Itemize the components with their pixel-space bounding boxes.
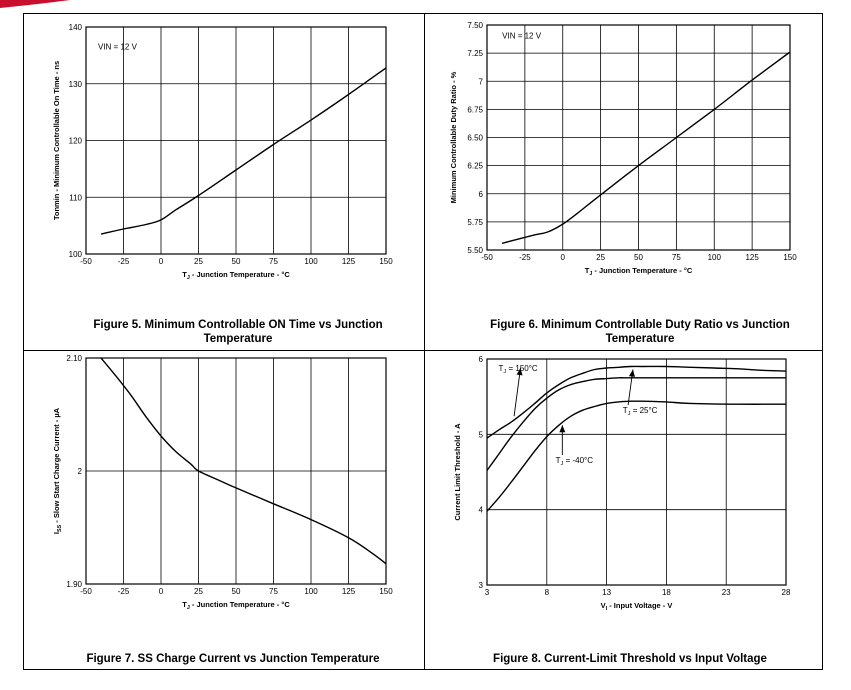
- fig6-y-tick-label: 5.75: [467, 218, 483, 227]
- fig6-x-tick-label: -25: [519, 253, 531, 262]
- fig6-x-tick-label: 75: [672, 253, 681, 262]
- fig7-y-tick-label: 2: [78, 467, 83, 476]
- fig6-x-tick-label: 0: [561, 253, 566, 262]
- fig5-plot-frame: [85, 26, 387, 255]
- fig5-x-tick-label: 100: [304, 257, 318, 266]
- fig7-x-tick-label: 75: [269, 587, 278, 596]
- fig6-y-tick-label: 7.50: [467, 21, 483, 30]
- fig7-x-tick-label: 50: [232, 587, 241, 596]
- fig6-x-tick-label: 25: [596, 253, 605, 262]
- fig5-annotation-label: VIN = 12 V: [98, 43, 138, 52]
- fig5-series-line-1: [100, 67, 387, 235]
- fig8-y-axis-title: Current Limit Threshold - A: [453, 423, 462, 521]
- fig8-x-tick-label: 13: [602, 588, 611, 597]
- figure-divider-vertical: [424, 13, 425, 670]
- fig7-x-tick-label: -25: [118, 587, 130, 596]
- fig6-x-tick-label: 100: [708, 253, 722, 262]
- fig7-x-tick-label: -50: [80, 587, 92, 596]
- fig8-series-line-3: [486, 400, 787, 512]
- fig7-plot-frame: [85, 357, 387, 585]
- fig5-x-tick-label: -25: [118, 257, 130, 266]
- fig8-series-line-2: [486, 377, 786, 471]
- fig8-series-line-1: [486, 365, 787, 439]
- fig5-y-axis-title: Tonmin - Minimum Controllable On Time - …: [52, 61, 61, 220]
- fig6-y-tick-label: 7: [479, 77, 484, 86]
- fig8-x-tick-label: 18: [662, 588, 671, 597]
- fig8-legend-label-2: TJ = 25°C: [623, 406, 658, 417]
- fig6-x-tick-label: 125: [745, 253, 759, 262]
- fig5-x-tick-label: -50: [80, 257, 92, 266]
- fig6-y-tick-label: 6.75: [467, 105, 483, 114]
- fig8-x-axis-title: VI - Input Voltage - V: [601, 601, 673, 612]
- figure-8-caption: Figure 8. Current-Limit Threshold vs Inp…: [493, 653, 767, 665]
- fig8-legend-label-bg: [496, 361, 541, 374]
- figure-divider-horizontal: [23, 350, 823, 351]
- fig5-x-tick-label: 125: [342, 257, 356, 266]
- fig5-x-axis-title: TJ - Junction Temperature - °C: [182, 270, 290, 281]
- brand-corner-swoosh: [0, 0, 70, 8]
- fig5-x-tick-label: 150: [379, 257, 393, 266]
- fig6-x-tick-label: 50: [634, 253, 643, 262]
- fig7-x-tick-label: 125: [342, 587, 356, 596]
- fig6-plot-frame: [486, 24, 791, 251]
- fig5-y-tick-label: 110: [69, 193, 82, 202]
- fig8-y-tick-label: 3: [479, 581, 484, 590]
- fig6-x-tick-label: -50: [481, 253, 493, 262]
- fig8-legend-label-3: TJ = -40°C: [556, 456, 594, 467]
- fig6-y-tick-label: 7.25: [467, 49, 483, 58]
- fig6-y-tick-label: 6: [479, 190, 484, 199]
- fig8-legend-arrow-head: [559, 425, 566, 433]
- fig6-y-tick-label: 6.50: [467, 134, 483, 143]
- fig8-plot-frame: [486, 358, 787, 586]
- fig6-series-line-1: [501, 51, 791, 244]
- fig8-legend-label-bg: [618, 403, 663, 416]
- fig8-x-tick-label: 3: [485, 588, 490, 597]
- fig8-legend-arrow-head: [629, 369, 635, 377]
- fig5-y-tick-label: 130: [69, 80, 83, 89]
- fig7-y-axis-title: ISS - Slow Start Charge Current - µA: [52, 407, 63, 534]
- fig7-x-tick-label: 0: [159, 587, 164, 596]
- fig8-y-tick-label: 4: [479, 506, 484, 515]
- fig6-annotation-label: VIN = 12 V: [502, 32, 542, 41]
- fig5-x-tick-label: 25: [194, 257, 203, 266]
- fig7-x-tick-label: 150: [379, 587, 393, 596]
- figure-5-caption: Figure 5. Minimum Controllable ON Time v…: [93, 319, 383, 345]
- fig5-y-tick-label: 140: [69, 23, 83, 32]
- fig8-x-tick-label: 28: [782, 588, 791, 597]
- fig5-y-tick-label: 120: [69, 137, 83, 146]
- fig7-y-tick-label: 1.90: [66, 580, 82, 589]
- fig8-y-tick-label: 6: [479, 355, 484, 364]
- fig7-x-axis-title: TJ - Junction Temperature - °C: [182, 600, 290, 611]
- fig8-legend-arrow-head: [516, 368, 523, 376]
- fig8-legend-arrow-line: [513, 367, 521, 417]
- fig7-series-line-1: [100, 357, 387, 565]
- fig8-legend-label-1: TJ = 150°C: [498, 364, 537, 375]
- fig5-x-tick-label: 75: [269, 257, 278, 266]
- fig6-y-tick-label: 6.25: [467, 162, 483, 171]
- fig6-x-axis-title: TJ - Junction Temperature - °C: [585, 266, 693, 277]
- fig8-legend-label-bg: [552, 452, 597, 465]
- fig7-x-tick-label: 25: [194, 587, 203, 596]
- fig5-x-tick-label: 0: [159, 257, 164, 266]
- fig6-y-axis-title: Minimum Controllable Duty Ratio - %: [449, 71, 458, 203]
- figure-grid-frame: [23, 13, 823, 670]
- fig7-y-tick-label: 2.10: [66, 354, 82, 363]
- fig6-y-tick-label: 5.50: [467, 246, 483, 255]
- fig7-x-tick-label: 100: [304, 587, 318, 596]
- fig8-x-tick-label: 8: [545, 588, 550, 597]
- fig5-x-tick-label: 50: [232, 257, 241, 266]
- fig8-y-tick-label: 5: [479, 430, 484, 439]
- fig6-x-tick-label: 150: [783, 253, 797, 262]
- figure-6-caption: Figure 6. Minimum Controllable Duty Rati…: [490, 319, 790, 345]
- fig8-x-tick-label: 23: [722, 588, 731, 597]
- fig5-y-tick-label: 100: [69, 250, 83, 259]
- figure-7-caption: Figure 7. SS Charge Current vs Junction …: [86, 653, 380, 665]
